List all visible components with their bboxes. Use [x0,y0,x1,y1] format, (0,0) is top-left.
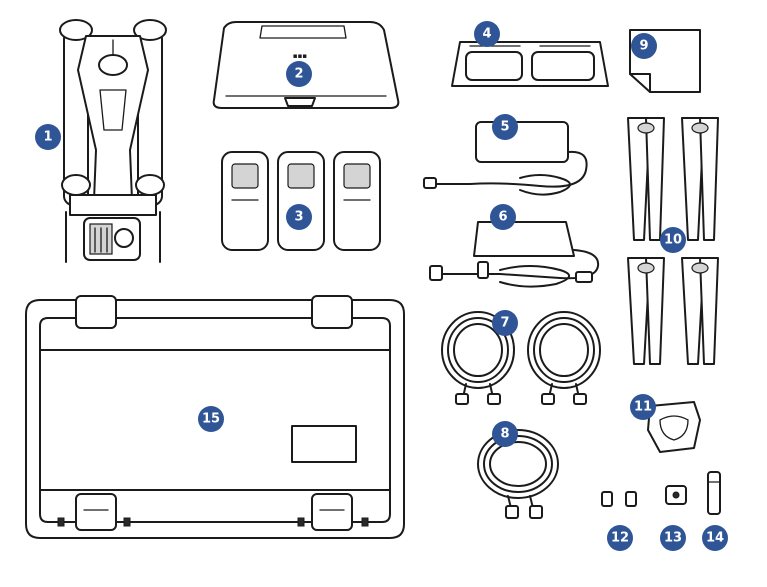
svg-text:4: 4 [482,27,491,42]
svg-text:1: 1 [43,130,52,145]
drone-illustration [59,19,167,263]
badge-3: 3 [286,204,312,230]
badge-9: 9 [631,33,657,59]
svg-text:5: 5 [500,120,509,135]
badge-10: 10 [660,227,686,253]
svg-text:6: 6 [498,210,507,225]
cables-pair-illustration [441,311,601,405]
small-parts-illustration [601,491,637,507]
cable-single-illustration [477,429,559,519]
svg-text:12: 12 [611,531,629,546]
badge-6: 6 [490,204,516,230]
svg-text:10: 10 [664,233,682,248]
badge-15: 15 [198,406,224,432]
tool-illustration [707,471,721,515]
badge-14: 14 [702,525,728,551]
svg-text:9: 9 [639,39,648,54]
propellers-illustration [627,117,719,365]
mount-part-illustration [665,485,687,505]
svg-text:14: 14 [706,531,724,546]
badge-4: 4 [474,21,500,47]
badge-12: 12 [607,525,633,551]
badge-11: 11 [630,394,656,420]
svg-text:15: 15 [202,412,220,427]
badge-7: 7 [492,310,518,336]
badge-5: 5 [492,114,518,140]
svg-text:8: 8 [500,427,509,442]
badge-13: 13 [660,525,686,551]
badge-2: 2 [286,61,312,87]
badge-1: 1 [35,124,61,150]
svg-text:▪▪▪: ▪▪▪ [293,52,307,60]
badge-8: 8 [492,421,518,447]
batteries-illustration [221,151,381,251]
svg-text:7: 7 [500,316,509,331]
svg-text:11: 11 [634,400,652,415]
charging-hub-illustration [451,41,609,87]
svg-text:13: 13 [664,531,682,546]
gimbal-protector-illustration [647,401,701,453]
svg-text:2: 2 [294,67,303,82]
svg-text:3: 3 [294,210,303,225]
power-adapter-large-illustration [429,221,600,288]
